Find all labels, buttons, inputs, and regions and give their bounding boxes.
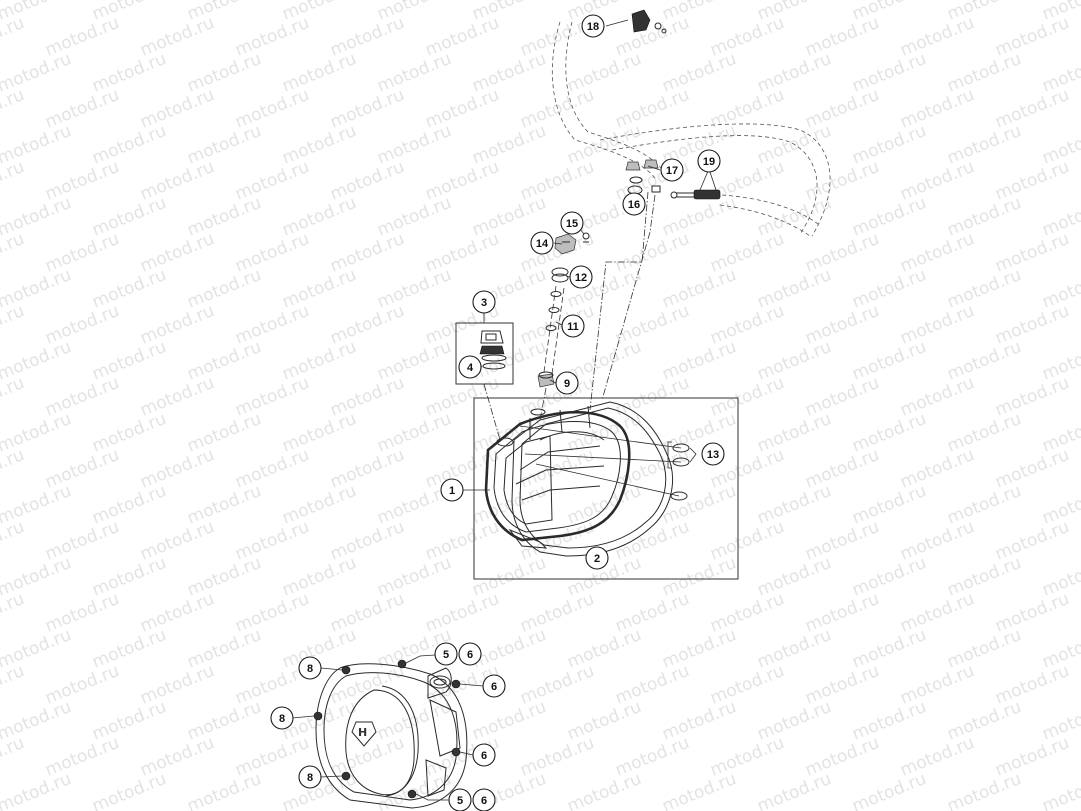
callout-8[interactable]: 8 bbox=[298, 765, 322, 789]
spring-clamp bbox=[551, 267, 569, 283]
svg-text:5: 5 bbox=[457, 795, 463, 807]
callout-6[interactable]: 6 bbox=[482, 674, 506, 698]
watermark-text: motod.ru bbox=[0, 517, 27, 565]
callout-8[interactable]: 8 bbox=[298, 656, 322, 680]
routing-line bbox=[483, 383, 501, 441]
callout-15[interactable]: 15 bbox=[560, 211, 584, 235]
callout-1[interactable]: 1 bbox=[440, 478, 464, 502]
callout-16[interactable]: 16 bbox=[622, 192, 646, 216]
callout-3[interactable]: 3 bbox=[472, 290, 496, 314]
svg-text:17: 17 bbox=[666, 165, 678, 177]
callout-13[interactable]: 13 bbox=[701, 442, 725, 466]
watermark-text: motod.ru bbox=[0, 733, 27, 781]
o-ring-leader bbox=[535, 463, 680, 497]
callout-8[interactable]: 8 bbox=[270, 706, 294, 730]
watermark-text: motod.ru bbox=[659, 769, 739, 811]
watermark-text: motod.ru bbox=[0, 661, 27, 709]
watermark-text: motod.ru bbox=[184, 769, 264, 811]
callout-19[interactable]: 19 bbox=[697, 149, 721, 173]
watermark-text: motod.ru bbox=[849, 769, 929, 811]
watermark-text: motod.ru bbox=[0, 373, 27, 421]
svg-text:12: 12 bbox=[575, 272, 587, 284]
bolt-leaders bbox=[291, 654, 484, 801]
watermark-text: motod.ru bbox=[0, 229, 27, 277]
screw-parts bbox=[625, 159, 661, 195]
svg-text:13: 13 bbox=[707, 449, 719, 461]
watermark-text: motod.ru bbox=[754, 769, 834, 811]
callout-2[interactable]: 2 bbox=[585, 546, 609, 570]
o-ring-bracket bbox=[667, 441, 697, 469]
svg-text:4: 4 bbox=[467, 362, 474, 374]
callout-11[interactable]: 11 bbox=[561, 314, 585, 338]
callout-5[interactable]: 5 bbox=[448, 788, 472, 811]
o-ring-leader bbox=[524, 453, 682, 463]
assembly-box bbox=[473, 397, 739, 580]
watermark-text: motod.ru bbox=[0, 589, 27, 637]
svg-text:6: 6 bbox=[481, 750, 487, 762]
svg-text:6: 6 bbox=[467, 649, 473, 661]
svg-text:8: 8 bbox=[307, 772, 313, 784]
callout-17[interactable]: 17 bbox=[660, 158, 684, 182]
callout-5[interactable]: 5 bbox=[434, 642, 458, 666]
svg-text:9: 9 bbox=[564, 378, 570, 390]
svg-text:11: 11 bbox=[567, 321, 579, 333]
rod-part bbox=[543, 285, 565, 375]
callout-6[interactable]: 6 bbox=[472, 743, 496, 767]
watermark-text: motod.ru bbox=[564, 769, 644, 811]
connector-parts bbox=[554, 232, 590, 255]
svg-text:15: 15 bbox=[566, 218, 578, 230]
svg-text:8: 8 bbox=[307, 663, 313, 675]
svg-text:6: 6 bbox=[481, 795, 487, 807]
callout-12[interactable]: 12 bbox=[569, 265, 593, 289]
routing-line bbox=[589, 191, 649, 411]
water-hose bbox=[551, 21, 831, 237]
callout-4[interactable]: 4 bbox=[458, 355, 482, 379]
watermark-text: motod.ru bbox=[0, 85, 27, 133]
svg-text:5: 5 bbox=[443, 649, 449, 661]
callout-9[interactable]: 9 bbox=[555, 371, 579, 395]
svg-text:2: 2 bbox=[594, 553, 600, 565]
inspection-cap-group bbox=[455, 322, 514, 385]
watermark-text: motod.ru bbox=[0, 769, 74, 811]
callout-6[interactable]: 6 bbox=[472, 788, 496, 811]
svg-text:H: H bbox=[358, 726, 367, 739]
hose-clamp-top bbox=[631, 9, 667, 34]
watermark-text: motod.ru bbox=[89, 769, 169, 811]
bolts bbox=[313, 659, 461, 799]
svg-text:14: 14 bbox=[536, 238, 549, 250]
watermark-text: motod.ru bbox=[0, 301, 27, 349]
callout-6[interactable]: 6 bbox=[458, 642, 482, 666]
svg-text:18: 18 bbox=[587, 21, 599, 33]
svg-text:8: 8 bbox=[279, 713, 285, 725]
watermark-text: motod.ru bbox=[1039, 769, 1081, 811]
routing-line bbox=[601, 194, 656, 401]
hose-fitting bbox=[670, 189, 721, 200]
watermark-text: motod.ru bbox=[0, 445, 27, 493]
watermark-text: motod.ru bbox=[0, 13, 27, 61]
callout-18[interactable]: 18 bbox=[581, 14, 605, 38]
svg-text:6: 6 bbox=[491, 681, 497, 693]
clutch-cover-outer: H bbox=[315, 663, 468, 809]
svg-text:19: 19 bbox=[703, 156, 715, 168]
callout-14[interactable]: 14 bbox=[530, 231, 554, 255]
o-ring-leader bbox=[519, 425, 682, 449]
watermark-text: motod.ru bbox=[0, 157, 27, 205]
drain-plug bbox=[537, 371, 555, 388]
watermark-text: motod.ru bbox=[944, 769, 1024, 811]
svg-text:16: 16 bbox=[628, 199, 640, 211]
svg-text:3: 3 bbox=[481, 297, 487, 309]
svg-text:1: 1 bbox=[449, 485, 455, 497]
